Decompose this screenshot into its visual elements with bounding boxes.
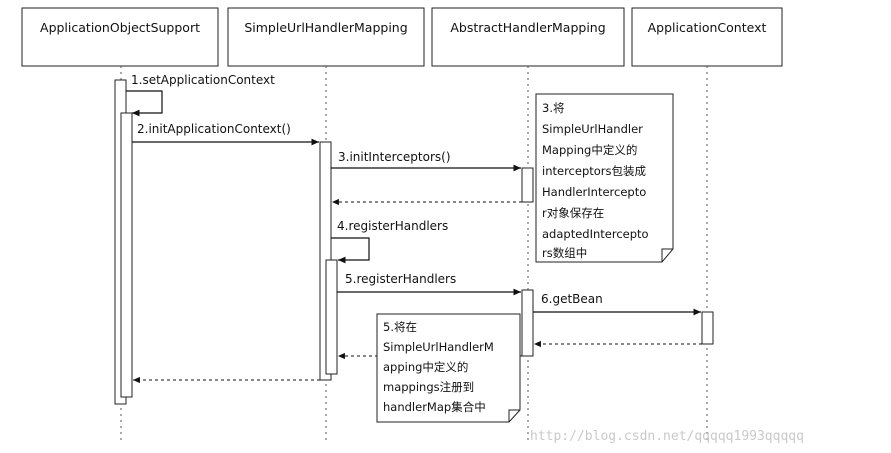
note-line: handlerMap集合中	[383, 400, 486, 414]
note-line: interceptors包装成	[542, 164, 647, 178]
participant-application-object-support: ApplicationObjectSupport	[21, 7, 219, 67]
note-line: apping中定义的	[383, 360, 468, 374]
message-5: 5.registerHandlers	[337, 272, 521, 296]
message-label: 1.setApplicationContext	[131, 73, 275, 87]
participant-label: ApplicationObjectSupport	[40, 20, 200, 35]
participant-application-context: ApplicationContext	[631, 7, 783, 67]
activations	[114, 79, 714, 405]
note-line: HandlerIntercepto	[542, 185, 646, 199]
note-line: Mapping中定义的	[542, 143, 637, 157]
activation-bar	[521, 167, 534, 203]
participant-simple-url-handler-mapping: SimpleUrlHandlerMapping	[227, 7, 425, 67]
participant-abstract-handler-mapping: AbstractHandlerMapping	[431, 7, 625, 67]
message-label: 3.initInterceptors()	[338, 150, 451, 164]
note-line: SimpleUrlHandler	[542, 122, 643, 136]
message-2: 2.initApplicationContext()	[132, 122, 319, 146]
note-line: rs数组中	[542, 246, 587, 260]
participant-label: AbstractHandlerMapping	[450, 20, 605, 35]
message-1: 1.setApplicationContext	[126, 73, 275, 117]
note-line: SimpleUrlHandlerM	[383, 340, 494, 354]
watermark: http://blog.csdn.net/qqqqq1993qqqqq	[530, 429, 804, 444]
activation-bar	[325, 259, 338, 375]
note-3: 3.将 SimpleUrlHandler Mapping中定义的 interce…	[535, 93, 674, 263]
note-text: 5.将在 SimpleUrlHandlerM apping中定义的 mappin…	[383, 320, 497, 414]
message-6: 6.getBean	[533, 292, 701, 316]
note-line: r对象保存在	[542, 206, 604, 220]
participant-label: ApplicationContext	[648, 20, 767, 35]
activation-bar	[521, 289, 534, 357]
activation-bar	[120, 112, 133, 398]
message-label: 4.registerHandlers	[337, 219, 448, 233]
message-label: 6.getBean	[541, 292, 603, 306]
activation-bar	[701, 311, 714, 345]
message-3: 3.initInterceptors()	[331, 150, 521, 172]
message-4: 4.registerHandlers	[331, 219, 448, 264]
note-5: 5.将在 SimpleUrlHandlerM apping中定义的 mappin…	[376, 313, 521, 423]
participant-label: SimpleUrlHandlerMapping	[244, 20, 407, 35]
note-line: 3.将	[542, 101, 564, 115]
note-line: 5.将在	[383, 320, 417, 334]
message-label: 5.registerHandlers	[345, 272, 456, 286]
note-text: 3.将 SimpleUrlHandler Mapping中定义的 interce…	[542, 101, 652, 260]
note-line: mappings注册到	[383, 380, 474, 394]
note-line: adaptedIntercepto	[542, 227, 649, 241]
message-label: 2.initApplicationContext()	[137, 122, 291, 136]
